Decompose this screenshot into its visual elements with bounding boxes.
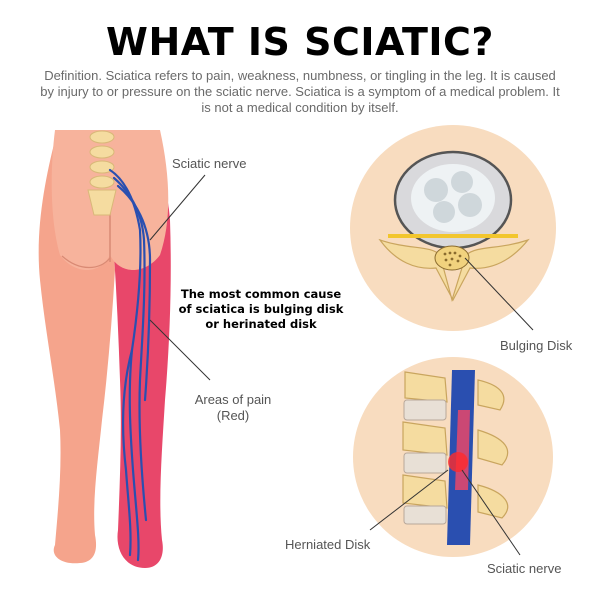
leader-bulging	[464, 257, 534, 331]
page-title: WHAT IS SCIATIC?	[106, 20, 494, 64]
lumbar-spine	[87, 130, 117, 216]
herniated-disk-circle	[353, 357, 553, 557]
bulging-disk-circle	[350, 125, 556, 331]
sciatic-nerve-path	[108, 168, 152, 562]
label-sciatic-nerve-bottom: Sciatic nerve	[487, 561, 562, 576]
leader-pain	[149, 319, 211, 381]
leader-sciatic-top	[149, 174, 206, 241]
callout-common-cause: The most common cause of sciatica is bul…	[178, 287, 344, 331]
leader-herniated	[369, 469, 449, 531]
definition-text: Definition. Sciatica refers to pain, wea…	[40, 68, 560, 115]
legs-figure	[38, 130, 171, 568]
label-herniated-disk: Herniated Disk	[285, 537, 371, 552]
leader-sciatic-bottom	[461, 469, 521, 556]
label-bulging-disk: Bulging Disk	[500, 338, 573, 353]
label-areas-of-pain: Areas of pain (Red)	[194, 392, 272, 423]
label-sciatic-nerve-top: Sciatic nerve	[172, 156, 247, 171]
